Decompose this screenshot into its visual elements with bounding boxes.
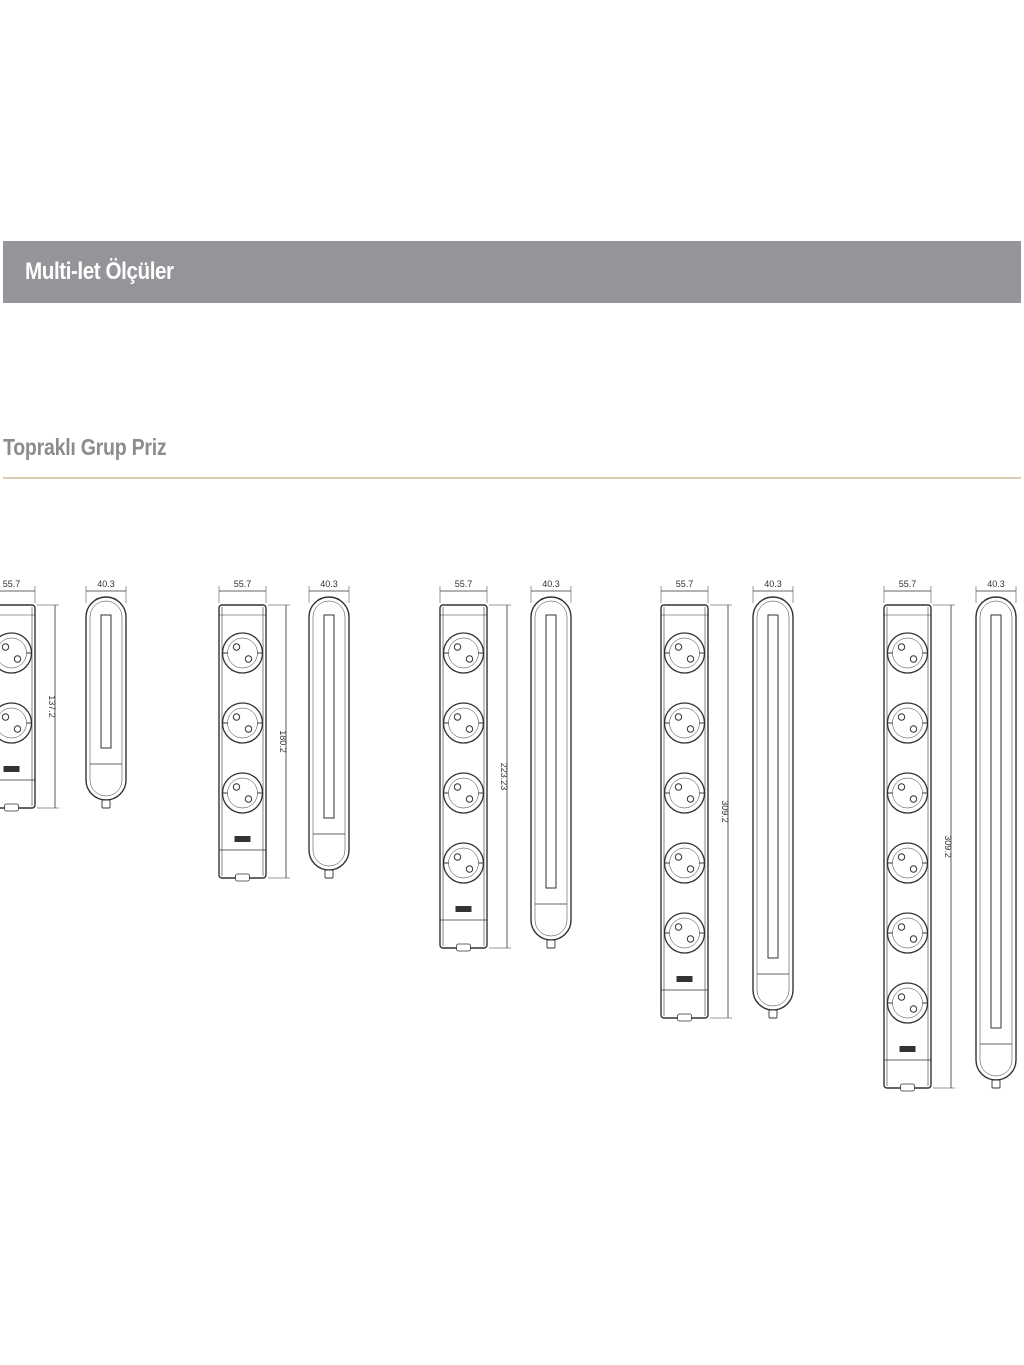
- brand-logo: [3, 766, 20, 772]
- socket-pin-hole: [897, 643, 906, 651]
- cable-outlet: [456, 943, 471, 952]
- socket-pin-hole: [453, 713, 462, 721]
- socket-pin-hole: [909, 655, 918, 663]
- side-view-channel: [767, 614, 779, 959]
- socket-pin-hole: [897, 853, 906, 861]
- side-view-cable-outlet: [101, 799, 111, 809]
- socket-pin-hole: [686, 795, 695, 803]
- side-view-channel: [545, 614, 557, 889]
- socket-pin-hole: [1, 713, 10, 721]
- width-label: 55.7: [676, 579, 694, 589]
- socket-pin-hole: [13, 655, 22, 663]
- socket-pin-hole: [453, 783, 462, 791]
- socket-pin-hole: [465, 655, 474, 663]
- socket-pin-hole: [232, 783, 241, 791]
- width-label: 55.7: [899, 579, 917, 589]
- side-view-body: [85, 596, 127, 801]
- depth-label: 40.3: [320, 579, 338, 589]
- socket-pin-hole: [909, 865, 918, 873]
- brand-logo: [455, 906, 472, 912]
- length-label: 223.23: [499, 763, 509, 791]
- socket-pin-hole: [465, 795, 474, 803]
- side-view-channel: [323, 614, 335, 819]
- side-view-inner: [89, 600, 123, 797]
- socket-pin-hole: [674, 643, 683, 651]
- socket-pin-hole: [244, 725, 253, 733]
- socket-pin-hole: [674, 923, 683, 931]
- length-label: 137.2: [47, 695, 57, 718]
- side-view-channel: [990, 614, 1002, 1029]
- depth-label: 40.3: [542, 579, 560, 589]
- socket-pin-hole: [897, 923, 906, 931]
- front-view-body: [0, 604, 36, 809]
- banner-title: Multi-let Ölçüler: [25, 258, 174, 285]
- side-view-inner: [534, 600, 568, 937]
- brand-logo: [676, 976, 693, 982]
- socket-pin-hole: [453, 853, 462, 861]
- socket-pin-hole: [686, 655, 695, 663]
- socket-pin-hole: [244, 795, 253, 803]
- socket-pin-hole: [674, 713, 683, 721]
- section-title: Topraklı Grup Priz: [3, 434, 167, 460]
- front-view-body: [439, 604, 488, 949]
- length-label: 309.2: [720, 800, 730, 823]
- depth-label: 40.3: [764, 579, 782, 589]
- cable-outlet: [4, 803, 19, 812]
- cable-outlet: [900, 1083, 915, 1092]
- socket-pin-hole: [465, 725, 474, 733]
- width-label: 55.7: [234, 579, 252, 589]
- socket-pin-hole: [686, 935, 695, 943]
- socket-pin-hole: [909, 795, 918, 803]
- socket-pin-hole: [244, 655, 253, 663]
- socket-pin-hole: [232, 713, 241, 721]
- depth-label: 40.3: [987, 579, 1005, 589]
- front-view-body: [883, 604, 932, 1089]
- side-view-channel: [100, 614, 112, 749]
- socket-pin-hole: [897, 783, 906, 791]
- side-view-body: [975, 596, 1017, 1081]
- socket-pin-hole: [465, 865, 474, 873]
- width-label: 55.7: [455, 579, 473, 589]
- length-label: 180.2: [278, 730, 288, 753]
- socket-pin-hole: [686, 865, 695, 873]
- socket-pin-hole: [453, 643, 462, 651]
- socket-pin-hole: [909, 1005, 918, 1013]
- width-label: 55.7: [3, 579, 21, 589]
- section-divider: [3, 477, 1021, 479]
- socket-pin-hole: [686, 725, 695, 733]
- socket-pin-hole: [909, 935, 918, 943]
- brand-logo: [234, 836, 251, 842]
- front-view-body: [660, 604, 709, 1019]
- brand-logo: [899, 1046, 916, 1052]
- header-banner: Multi-let Ölçüler: [3, 241, 1021, 303]
- side-view-cable-outlet: [991, 1079, 1001, 1089]
- cable-outlet: [677, 1013, 692, 1022]
- side-view-inner: [756, 600, 790, 1007]
- socket-pin-hole: [1, 643, 10, 651]
- socket-pin-hole: [674, 853, 683, 861]
- side-view-body: [752, 596, 794, 1011]
- cable-outlet: [235, 873, 250, 882]
- side-view-cable-outlet: [546, 939, 556, 949]
- side-view-cable-outlet: [324, 869, 334, 879]
- depth-label: 40.3: [97, 579, 115, 589]
- socket-pin-hole: [13, 725, 22, 733]
- side-view-inner: [979, 600, 1013, 1077]
- socket-pin-hole: [674, 783, 683, 791]
- side-view-body: [308, 596, 350, 871]
- side-view-inner: [312, 600, 346, 867]
- dimension-drawings: 55.7 137.2 40.3 55.7 180.2 40.3 55.7 223.23 40.3…: [0, 579, 1017, 1092]
- socket-pin-hole: [232, 643, 241, 651]
- length-label: 309.2: [943, 835, 953, 858]
- side-view-cable-outlet: [768, 1009, 778, 1019]
- socket-pin-hole: [909, 725, 918, 733]
- socket-pin-hole: [897, 993, 906, 1001]
- socket-pin-hole: [897, 713, 906, 721]
- side-view-body: [530, 596, 572, 941]
